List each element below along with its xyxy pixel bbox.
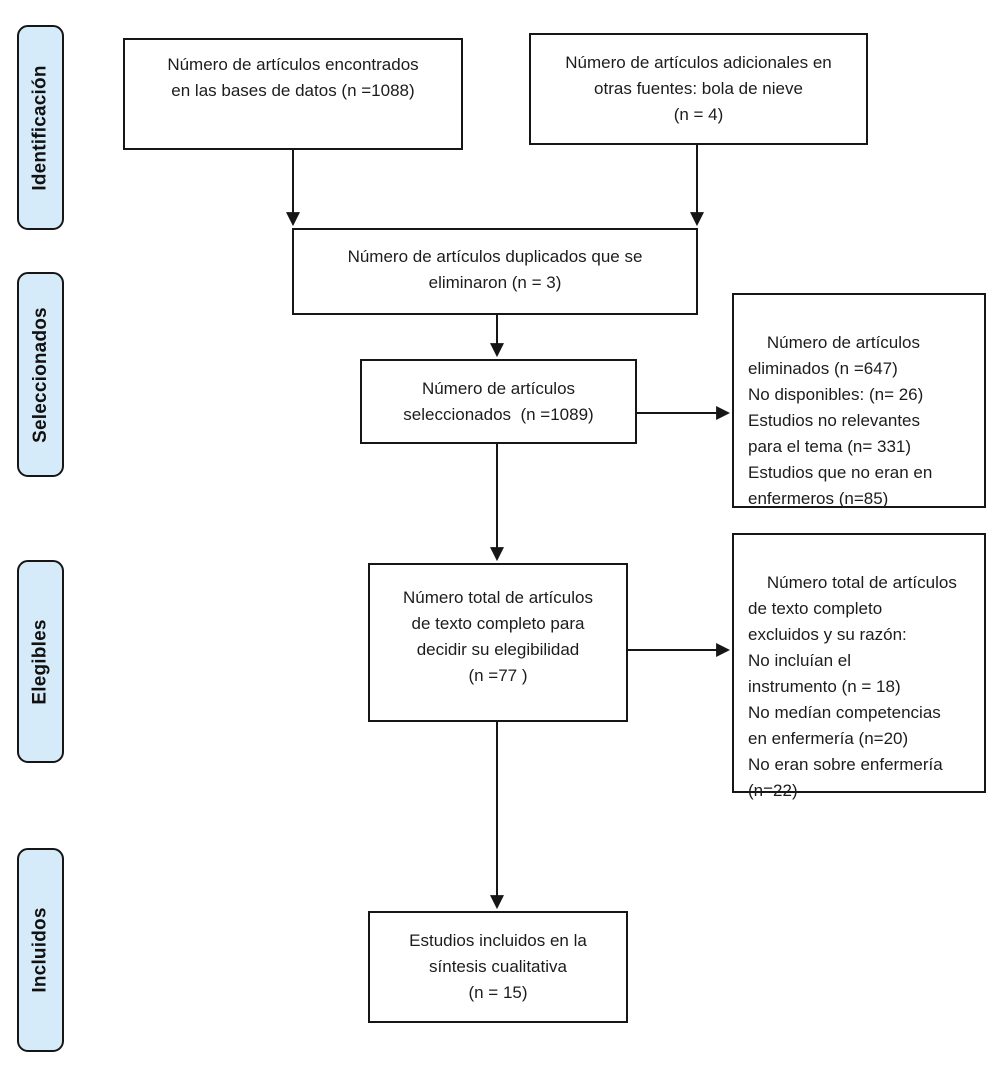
box-duplicates-removed: Número de artículos duplicados que se el…	[292, 228, 698, 315]
stage-label-seleccionados-text: Seleccionados	[29, 306, 51, 443]
box-included-synthesis-text: Estudios incluidos en la síntesis cualit…	[409, 931, 587, 1002]
stage-label-incluidos-text: Incluidos	[29, 907, 51, 993]
box-fulltext-eligibility-text: Número total de artículos de texto compl…	[403, 588, 593, 685]
box-duplicates-removed-text: Número de artículos duplicados que se el…	[347, 247, 643, 292]
stage-label-identificacion-text: Identificación	[29, 64, 51, 191]
box-excluded-screening: Número de artículos eliminados (n =647) …	[732, 293, 986, 508]
box-articles-found-databases-text: Número de artículos encontrados en las b…	[167, 55, 419, 100]
box-included-synthesis: Estudios incluidos en la síntesis cualit…	[368, 911, 628, 1023]
box-fulltext-eligibility: Número total de artículos de texto compl…	[368, 563, 628, 722]
box-articles-screened: Número de artículos seleccionados (n =10…	[360, 359, 637, 444]
stage-label-incluidos: Incluidos	[17, 848, 64, 1052]
stage-label-elegibles: Elegibles	[17, 560, 64, 763]
box-additional-sources-text: Número de artículos adicionales en otras…	[565, 53, 832, 124]
box-excluded-screening-text: Número de artículos eliminados (n =647) …	[748, 333, 933, 508]
box-additional-sources: Número de artículos adicionales en otras…	[529, 33, 868, 145]
stage-label-identificacion: Identificación	[17, 25, 64, 230]
box-articles-found-databases: Número de artículos encontrados en las b…	[123, 38, 463, 150]
box-articles-screened-text: Número de artículos seleccionados (n =10…	[403, 378, 594, 424]
stage-label-seleccionados: Seleccionados	[17, 272, 64, 477]
box-excluded-fulltext: Número total de artículos de texto compl…	[732, 533, 986, 800]
stage-label-elegibles-text: Elegibles	[29, 618, 51, 705]
box-excluded-fulltext-text: Número total de artículos de texto compl…	[748, 573, 957, 800]
